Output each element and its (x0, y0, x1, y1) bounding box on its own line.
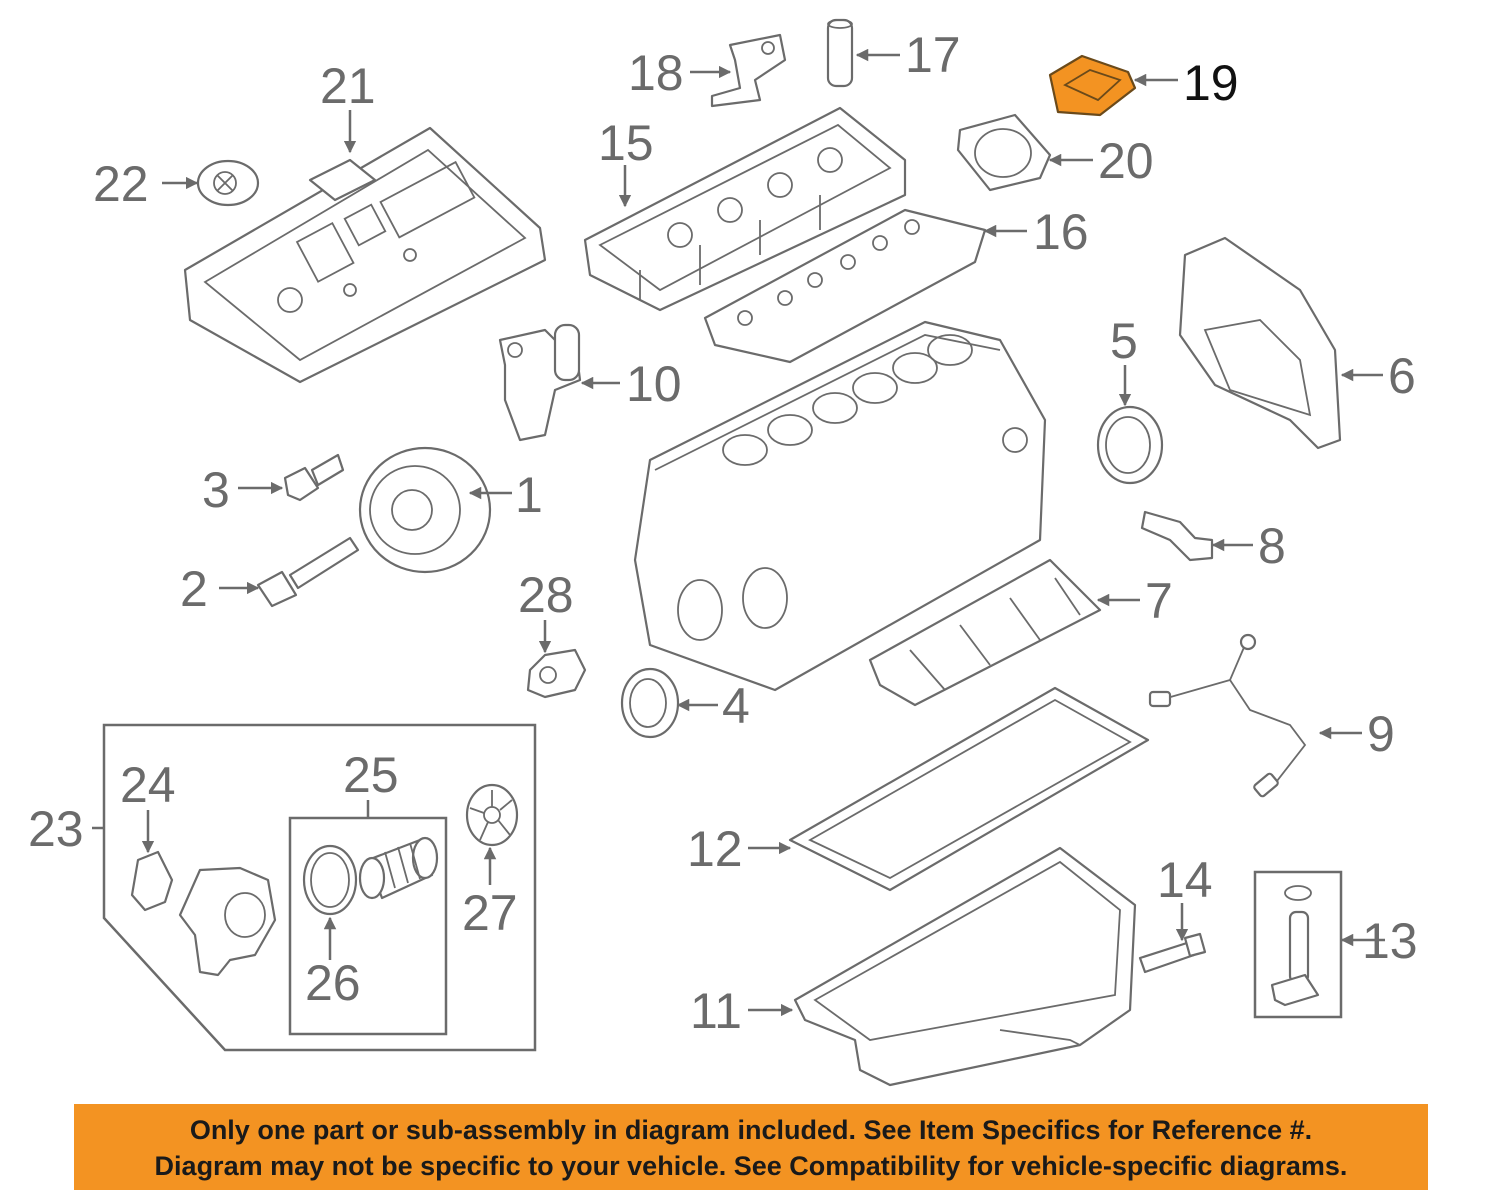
part-17-plug (826, 18, 854, 88)
part-14-bolt (1138, 932, 1207, 974)
callout-22: 22 (93, 156, 149, 212)
part-15-valve-cover (583, 106, 907, 312)
callout-17: 17 (905, 27, 961, 83)
callout-13: 13 (1362, 913, 1418, 969)
callout-9: 9 (1367, 706, 1395, 762)
callout-24: 24 (120, 757, 176, 813)
part-27-cap (465, 783, 519, 847)
part-1-pulley (358, 446, 492, 574)
callout-27: 27 (462, 885, 518, 941)
part-19-oil-cap (1048, 54, 1137, 117)
part-16-gasket (703, 208, 987, 364)
disclaimer-line-1: Only one part or sub-assembly in diagram… (189, 1115, 1313, 1145)
callout-23: 23 (28, 801, 84, 857)
part-26-o-ring (302, 844, 358, 916)
callout-numbers: 1 2 3 4 5 6 7 8 9 10 11 12 13 14 15 16 1… (28, 27, 1418, 1039)
part-22-cap (196, 159, 260, 207)
part-13-group (1253, 870, 1343, 1019)
part-3-bolt (283, 453, 345, 502)
callout-2: 2 (180, 561, 208, 617)
oil-filter-housing (178, 866, 277, 977)
callout-21: 21 (320, 58, 376, 114)
part-25-oil-filter (358, 836, 439, 900)
part-6-plate (1178, 236, 1342, 450)
callout-3: 3 (202, 462, 230, 518)
callout-4: 4 (722, 678, 750, 734)
callout-26: 26 (305, 955, 361, 1011)
disclaimer-line-2: Diagram may not be specific to your vehi… (154, 1151, 1348, 1181)
callout-10: 10 (626, 356, 682, 412)
part-21-engine-cover (183, 126, 547, 384)
part-9-sensor-wire (1148, 633, 1307, 798)
part-2-bolt (256, 536, 360, 608)
callout-8: 8 (1258, 518, 1286, 574)
callout-7: 7 (1145, 573, 1173, 629)
part-8-sensor (1140, 510, 1214, 562)
part-20-gasket (956, 113, 1052, 192)
callout-12: 12 (687, 821, 743, 877)
callout-20: 20 (1098, 133, 1154, 189)
disclaimer-banner: Only one part or sub-assembly in diagram… (74, 1104, 1428, 1190)
callout-28: 28 (518, 567, 574, 623)
callout-18: 18 (628, 45, 684, 101)
part-4-seal (620, 667, 680, 739)
callout-16: 16 (1033, 204, 1089, 260)
callout-5: 5 (1110, 313, 1138, 369)
part-10-sensor (498, 323, 582, 442)
part-28-sensor (526, 648, 587, 699)
part-7-baffle (868, 558, 1102, 707)
part-12-pan-gasket (788, 686, 1150, 892)
part-5-seal (1096, 405, 1164, 485)
part-24-bracket (130, 850, 174, 912)
callout-6: 6 (1388, 348, 1416, 404)
engine-block (633, 320, 1047, 692)
callout-14: 14 (1157, 852, 1213, 908)
callout-15: 15 (598, 115, 654, 171)
part-18-bracket (710, 33, 787, 108)
callout-11: 11 (690, 983, 742, 1039)
callout-1: 1 (515, 467, 543, 523)
part-11-oil-pan (793, 846, 1137, 1087)
part-19-highlight (1048, 54, 1137, 117)
leader-lines (92, 48, 1385, 1017)
callout-25: 25 (343, 747, 399, 803)
callout-19: 19 (1183, 55, 1239, 111)
